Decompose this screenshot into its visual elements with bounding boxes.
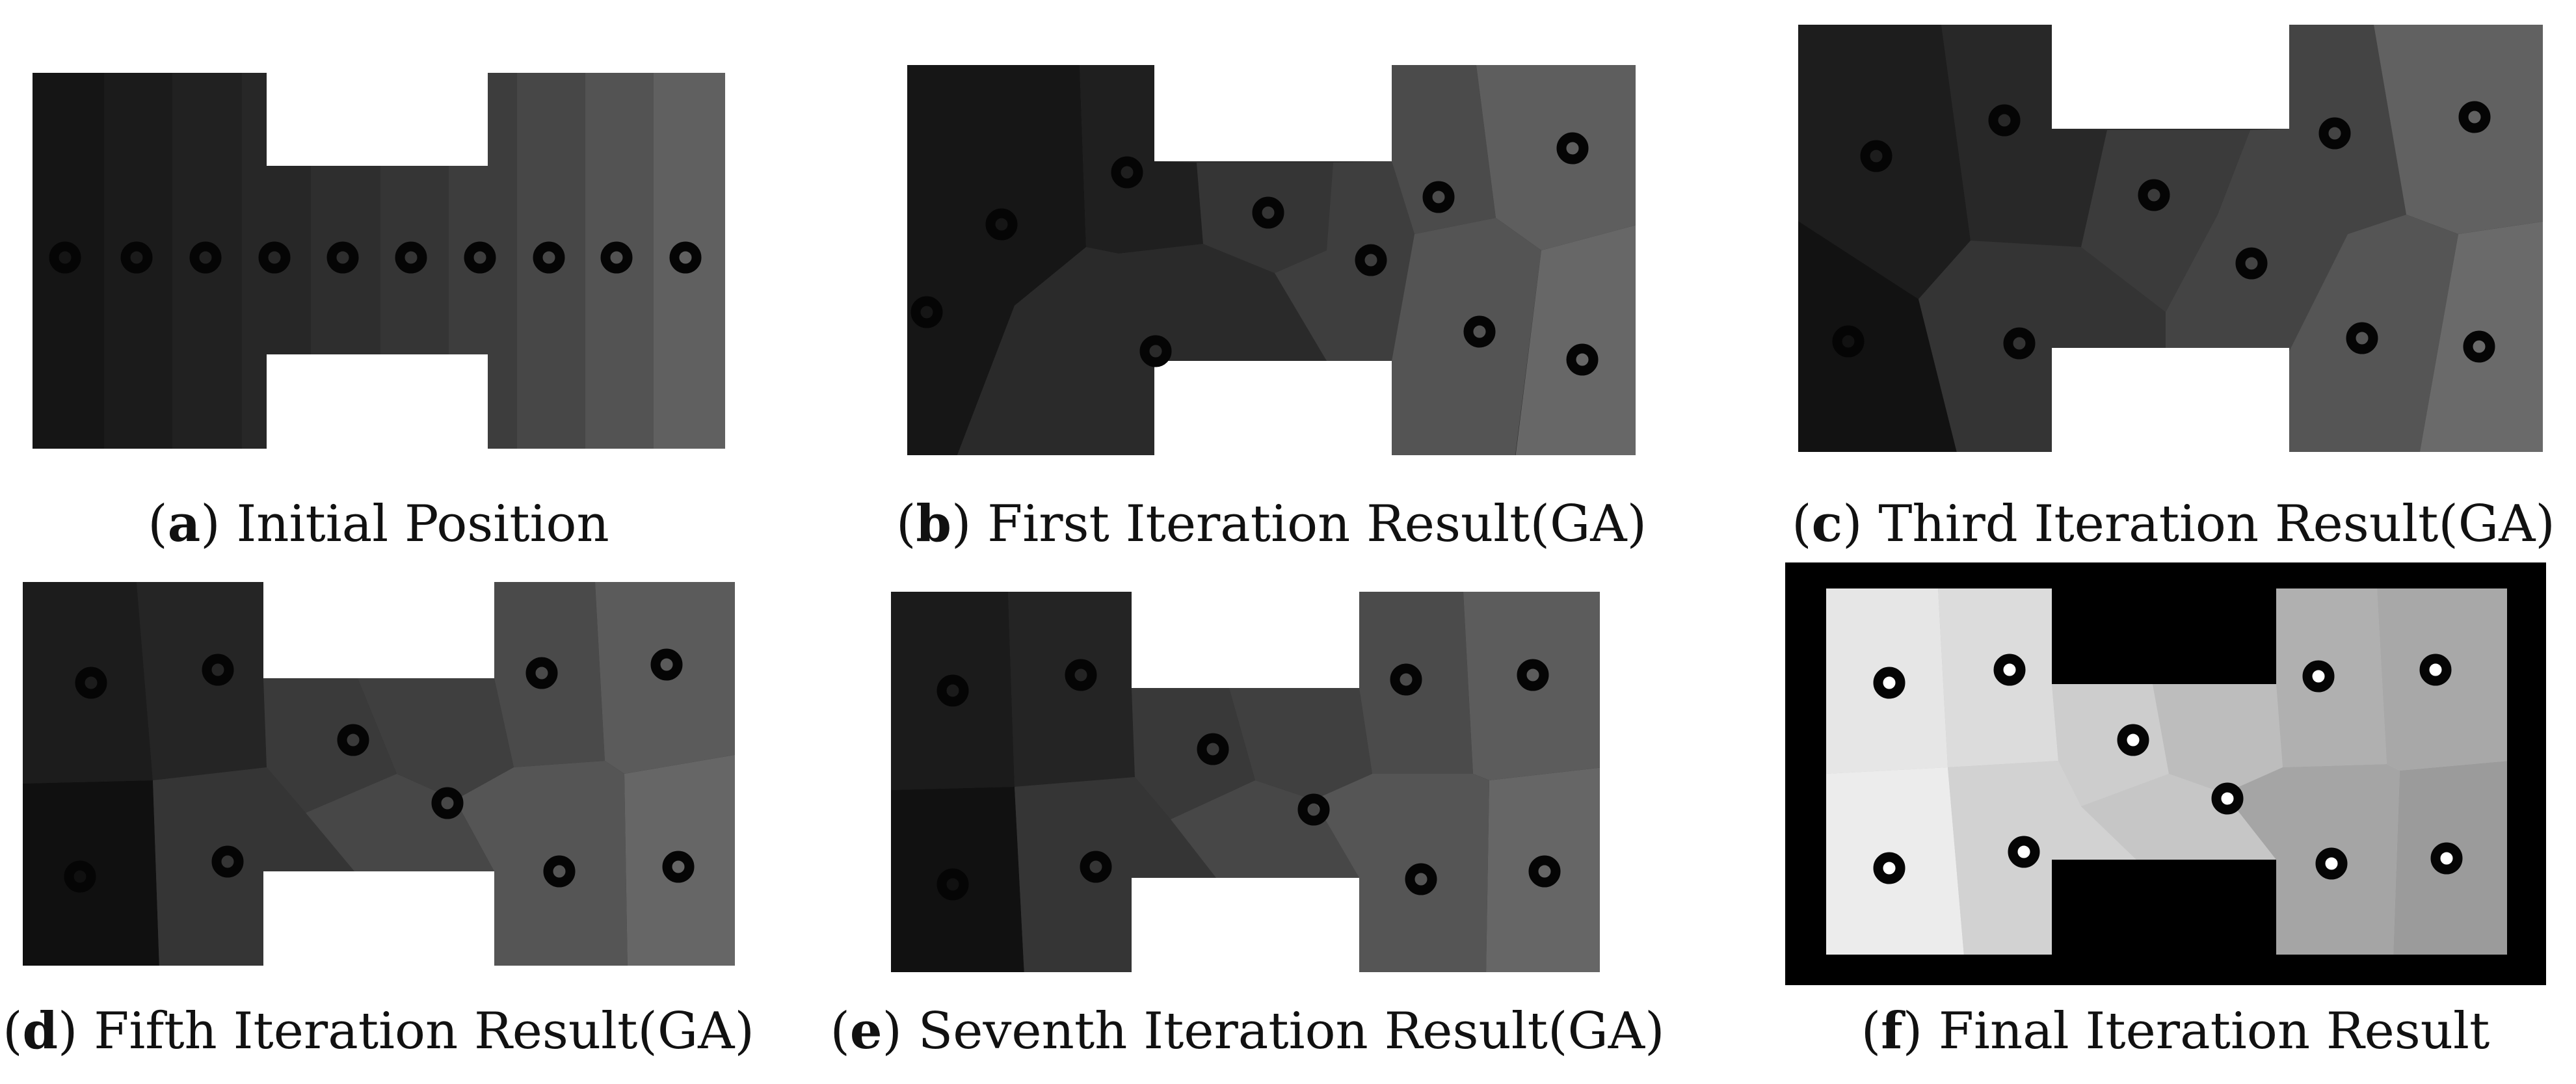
panel-a-caption: (a) Initial Position [148,494,609,553]
panel-a: (a) Initial Position [33,73,725,553]
node-marker [431,787,464,819]
node-marker [1139,335,1172,367]
panel-b-letter: b [916,494,951,553]
panel-b: (b) First Iteration Result(GA) [896,65,1647,553]
node-marker [2346,322,2378,354]
panel-f-markers [1873,654,2463,884]
node-marker [910,296,943,328]
node-marker [1993,654,2026,686]
panel-c-letter: c [1812,494,1843,553]
node-marker [2235,247,2268,280]
node-marker [395,241,427,274]
node-marker [1297,793,1330,826]
panel-f-label: Final Iteration Result [1939,1002,2490,1061]
node-marker [2138,179,2170,211]
node-marker [2302,660,2335,693]
panel-c-markers [1832,101,2495,363]
node-marker [1422,181,1455,213]
panel-b-region [907,65,1636,455]
node-marker [2430,842,2463,875]
panel-f: (f) Final Iteration Result [1785,562,2546,1061]
panel-d-caption: (d) Fifth Iteration Result(GA) [3,1001,754,1061]
node-marker [1252,196,1284,229]
node-marker [75,667,107,699]
node-marker [464,241,496,274]
panel-e-markers [936,659,1561,901]
node-marker [49,241,81,274]
node-marker [189,241,222,274]
panel-e: (e) Seventh Iteration Result(GA) [830,592,1665,1061]
panel-c-caption: (c) Third Iteration Result(GA) [1792,494,2555,553]
node-marker [2458,101,2491,133]
node-marker [1080,851,1112,883]
node-marker [1860,140,1892,172]
panel-e-letter: e [850,1001,883,1061]
node-marker [1566,343,1599,376]
node-marker [1463,315,1496,348]
node-marker [1832,325,1865,358]
node-marker [1405,863,1437,895]
node-marker [985,208,1018,241]
node-marker [543,855,576,888]
node-marker [2008,836,2040,868]
node-marker [650,648,683,681]
node-marker [1528,855,1561,888]
panel-a-letter: a [168,494,201,553]
panel-f-caption: (f) Final Iteration Result [1861,1001,2490,1061]
node-marker [1065,659,1097,691]
panel-b-label: First Iteration Result(GA) [987,495,1647,553]
node-marker [64,860,96,893]
node-marker [1111,156,1143,189]
node-marker [669,241,702,274]
panel-d-markers [64,648,695,893]
node-marker [1390,663,1422,696]
node-marker [337,724,369,756]
node-marker [202,654,234,686]
panel-b-markers [910,132,1599,376]
panel-c-label: Third Iteration Result(GA) [1878,495,2555,553]
node-marker [1988,104,2021,137]
panel-a-markers [49,241,702,274]
node-marker [936,674,969,707]
panel-d-label: Fifth Iteration Result(GA) [94,1002,754,1061]
panel-d-region [23,582,735,966]
panel-e-region [891,592,1600,972]
node-marker [600,241,633,274]
panel-e-caption: (e) Seventh Iteration Result(GA) [830,1001,1664,1061]
node-marker [936,868,969,901]
node-marker [662,851,695,883]
panel-d-letter: d [23,1001,59,1061]
node-marker [120,241,153,274]
node-marker [1517,659,1549,691]
node-marker [326,241,359,274]
node-marker [2463,330,2495,363]
panel-c: (c) Third Iteration Result(GA) [1792,25,2555,553]
node-marker [2315,847,2348,880]
panel-c-region [1798,25,2543,452]
node-marker [2419,654,2452,686]
node-marker [1355,244,1387,276]
node-marker [1556,132,1589,165]
node-marker [525,657,558,689]
node-marker [2117,724,2149,756]
panel-a-label: Initial Position [236,495,609,553]
node-marker [211,845,244,878]
panel-d: (d) Fifth Iteration Result(GA) [3,582,754,1061]
node-marker [2318,117,2351,150]
node-marker [2211,782,2244,815]
node-marker [2003,327,2036,360]
panel-e-label: Seventh Iteration Result(GA) [918,1002,1665,1061]
node-marker [1197,733,1229,765]
node-marker [533,241,565,274]
panel-f-letter: f [1881,1001,1905,1061]
node-marker [258,241,291,274]
panel-b-caption: (b) First Iteration Result(GA) [896,494,1647,553]
node-marker [1873,667,1905,699]
node-marker [1873,852,1905,884]
